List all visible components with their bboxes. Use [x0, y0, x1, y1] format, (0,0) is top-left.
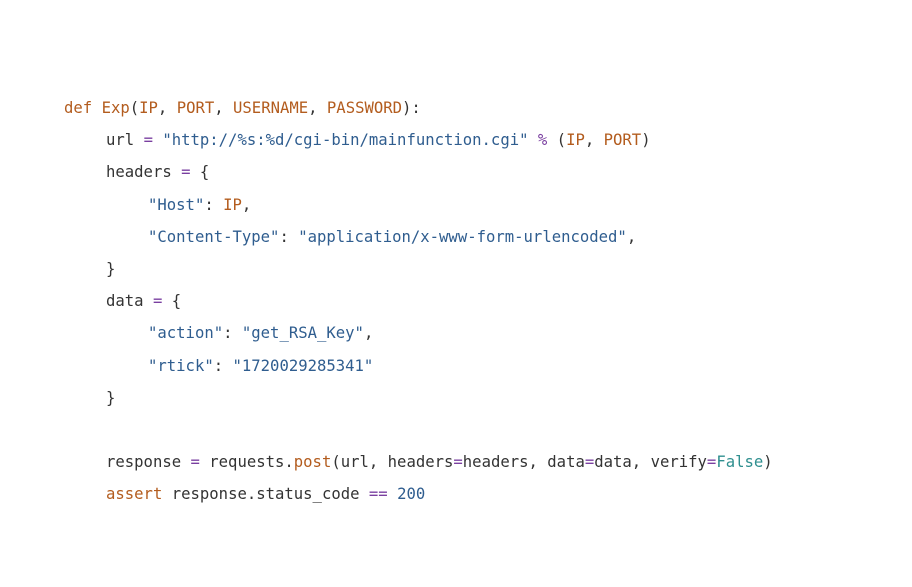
assert-keyword: assert: [106, 485, 163, 504]
data-variable: data: [106, 292, 144, 311]
function-name: Exp: [101, 99, 130, 117]
code-line-10: }: [106, 388, 116, 407]
response-variable: response: [106, 453, 182, 472]
false-constant: False: [716, 453, 764, 472]
code-line-11-blank: [64, 414, 773, 446]
code-line-5: "Content-Type": "application/x-www-form-…: [148, 227, 637, 246]
code-line-1: def Exp(IP, PORT, USERNAME, PASSWORD):: [64, 99, 421, 117]
code-line-7: data = {: [106, 292, 182, 311]
url-format-port: PORT: [603, 131, 642, 150]
url-string: "http://%s:%d/cgi-bin/mainfunction.cgi": [162, 131, 529, 150]
code-line-3: headers = {: [106, 163, 210, 182]
rtick-key: "rtick": [148, 356, 214, 375]
param-port: PORT: [176, 99, 215, 117]
host-key: "Host": [148, 195, 205, 214]
post-method: post: [293, 453, 332, 472]
code-block: def Exp(IP, PORT, USERNAME, PASSWORD): ur…: [64, 92, 773, 510]
code-line-12: response = requests.post(url, headers=he…: [106, 453, 773, 472]
param-password: PASSWORD: [326, 99, 403, 117]
code-line-4: "Host": IP,: [148, 195, 252, 214]
status-code-attr: response.status_code: [171, 485, 360, 504]
url-format-ip: IP: [566, 131, 585, 150]
rtick-value: "1720029285341": [232, 356, 374, 375]
content-type-value: "application/x-www-form-urlencoded": [298, 227, 627, 246]
code-line-2: url = "http://%s:%d/cgi-bin/mainfunction…: [106, 131, 651, 150]
def-keyword: def: [64, 99, 93, 117]
host-value: IP: [223, 195, 242, 214]
content-type-key: "Content-Type": [148, 227, 280, 246]
code-line-13: assert response.status_code == 200: [106, 485, 426, 504]
action-value: "get_RSA_Key": [241, 324, 364, 343]
code-line-8: "action": "get_RSA_Key",: [148, 324, 374, 343]
requests-module: requests: [209, 453, 285, 472]
code-line-6: }: [106, 259, 116, 278]
code-line-9: "rtick": "1720029285341": [148, 356, 374, 375]
status-code-value: 200: [397, 485, 426, 504]
param-username: USERNAME: [233, 99, 309, 117]
headers-variable: headers: [106, 163, 172, 182]
param-ip: IP: [139, 99, 158, 117]
url-variable: url: [106, 131, 135, 150]
action-key: "action": [148, 324, 224, 343]
